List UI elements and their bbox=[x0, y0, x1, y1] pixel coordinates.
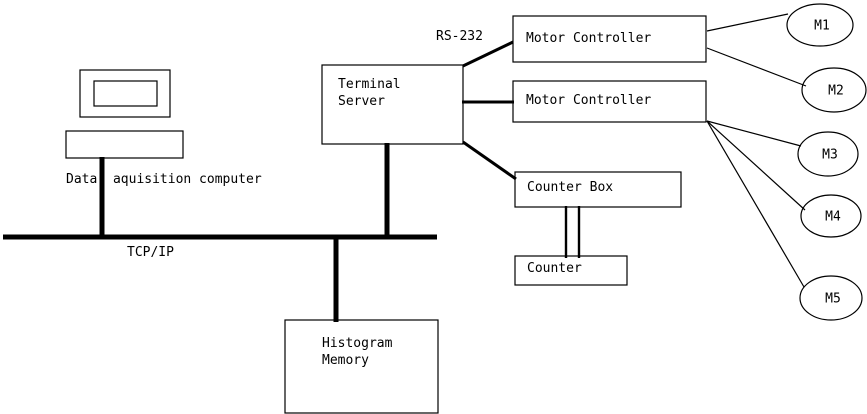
counter-label: Counter bbox=[527, 261, 582, 276]
motor-controller-1-label: Motor Controller bbox=[526, 31, 651, 46]
motor-m3-label: M3 bbox=[822, 148, 838, 163]
motor-controller-2-label: Motor Controller bbox=[526, 93, 651, 108]
counter-box-box bbox=[514, 171, 682, 208]
computer-label: Data aquisition computer bbox=[66, 172, 262, 187]
counter-box-label: Counter Box bbox=[527, 180, 613, 195]
motor-controller-1-box bbox=[512, 15, 707, 63]
terminal-server-label-line2: Server bbox=[338, 94, 385, 109]
motor-m5-label: M5 bbox=[825, 292, 841, 307]
link-motor-controller-2-to-m3 bbox=[706, 120, 802, 147]
counter-box bbox=[514, 255, 628, 286]
terminal-server-label-line1: Terminal bbox=[338, 77, 401, 92]
link-motor-controller-1-to-m2 bbox=[706, 47, 807, 87]
rs232-label: RS-232 bbox=[436, 29, 483, 44]
motor-m4-ellipse bbox=[800, 194, 862, 238]
histogram-memory-label-line1: Histogram bbox=[322, 336, 393, 351]
motor-m2-label: M2 bbox=[828, 84, 844, 99]
motor-m3-ellipse bbox=[797, 131, 859, 177]
terminal-server-box bbox=[321, 64, 464, 145]
link-motor-controller-2-to-m4 bbox=[706, 120, 806, 211]
link-motor-controller-1-to-m1 bbox=[706, 13, 789, 32]
computer-base-outline bbox=[65, 130, 184, 159]
link-terminal-server-to-motor-controller-1 bbox=[462, 40, 514, 68]
motor-m1-ellipse bbox=[786, 3, 854, 47]
link-motor-controller-2-to-m5 bbox=[706, 120, 805, 288]
motor-m1-label: M1 bbox=[814, 19, 830, 34]
histogram-memory-label-line2: Memory bbox=[322, 353, 369, 368]
histogram-memory-box bbox=[284, 319, 439, 414]
motor-m2-ellipse bbox=[801, 67, 867, 113]
motor-m5-ellipse bbox=[799, 275, 863, 321]
motor-controller-2-box bbox=[512, 80, 707, 123]
link-terminal-server-to-counter-box bbox=[462, 140, 517, 181]
motor-m4-label: M4 bbox=[825, 210, 841, 225]
computer-monitor-screen bbox=[93, 80, 158, 107]
tcpip-label: TCP/IP bbox=[127, 245, 174, 260]
computer-monitor-outline bbox=[79, 69, 171, 118]
